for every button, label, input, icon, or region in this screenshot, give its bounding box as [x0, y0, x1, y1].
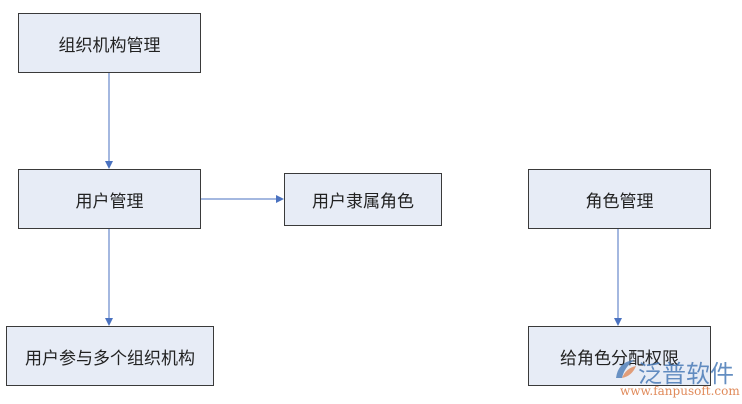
watermark-title: 泛普软件 — [638, 360, 734, 388]
node-user-role: 用户隶属角色 — [284, 173, 442, 226]
logo-icon — [616, 360, 636, 378]
watermark-url: www.fanpusoft.com — [620, 384, 740, 398]
node-role-mgmt: 角色管理 — [528, 169, 711, 229]
node-org-mgmt: 组织机构管理 — [18, 13, 201, 73]
node-user-multi-org: 用户参与多个组织机构 — [6, 326, 214, 386]
node-user-mgmt: 用户管理 — [18, 169, 201, 229]
